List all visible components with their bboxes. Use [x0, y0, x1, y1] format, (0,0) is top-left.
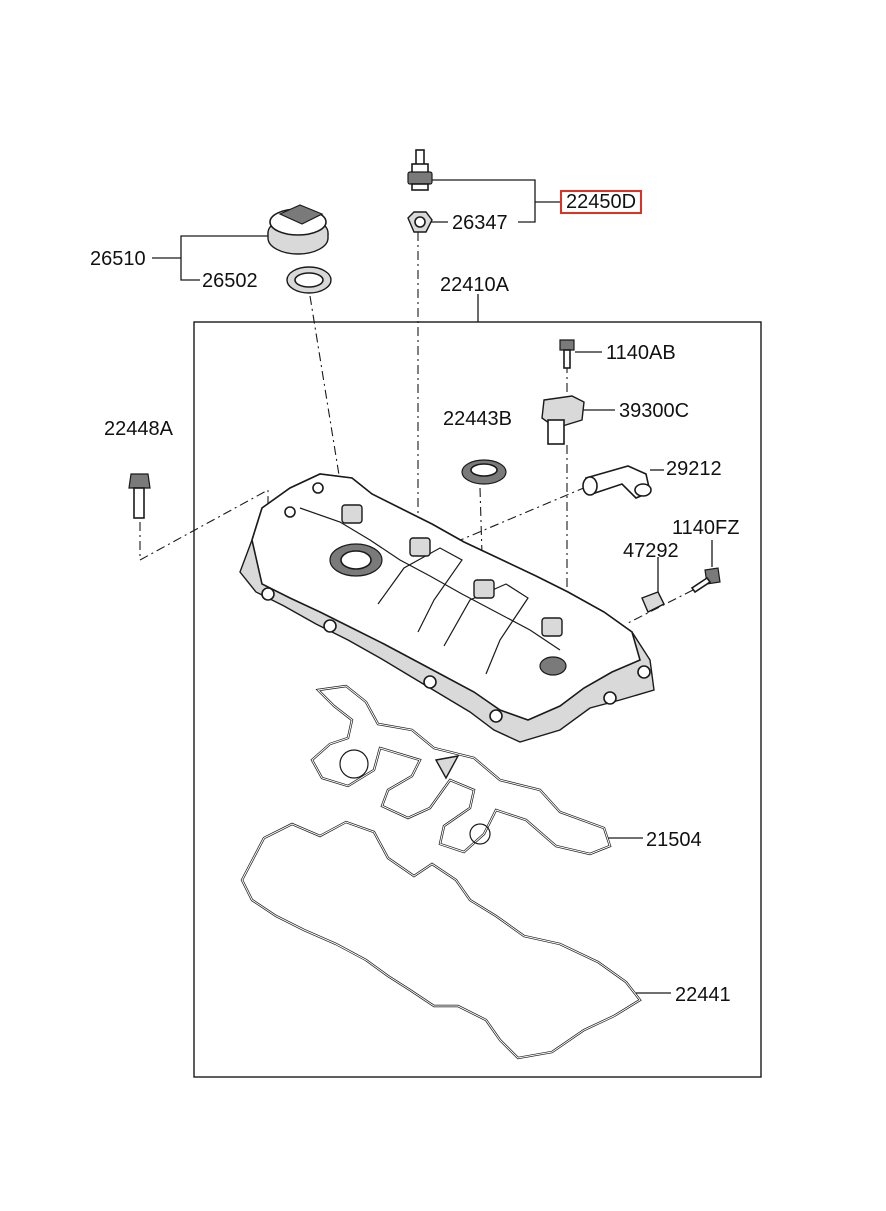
label-26502[interactable]: 26502	[202, 270, 258, 292]
filler-cap-gasket	[286, 266, 332, 294]
label-22448a[interactable]: 22448A	[104, 418, 173, 440]
spark-plug-gasket	[310, 684, 612, 856]
label-39300c[interactable]: 39300C	[619, 400, 690, 422]
label-47292[interactable]: 47292	[623, 540, 679, 562]
label-22443b[interactable]: 22443B	[443, 408, 512, 430]
label-22410a[interactable]: 22410A	[440, 274, 509, 296]
label-29212[interactable]: 29212	[666, 458, 722, 480]
bracket	[641, 591, 665, 613]
oil-filler-cap	[267, 204, 329, 255]
leader-lines	[152, 179, 713, 994]
label-1140ab[interactable]: 1140AB	[606, 342, 676, 364]
label-22450d[interactable]: 22450D	[560, 190, 643, 214]
valve-cover	[239, 473, 655, 743]
label-26347[interactable]: 26347	[452, 212, 508, 234]
bolt-1140fz	[690, 567, 721, 594]
camshaft-sensor	[541, 395, 585, 445]
valve-cover-seal	[461, 459, 507, 485]
sensor-washer	[407, 211, 433, 233]
label-1140fz[interactable]: 1140FZ	[672, 517, 740, 539]
label-21504[interactable]: 21504	[646, 829, 702, 851]
valve-cover-gasket	[240, 820, 642, 1060]
bolt-1140ab	[559, 339, 575, 369]
breather-hose	[582, 465, 652, 499]
label-22441[interactable]: 22441	[675, 984, 731, 1006]
label-26510[interactable]: 26510	[90, 248, 146, 270]
oil-pressure-sensor	[407, 149, 433, 191]
bolt-22448a	[128, 473, 151, 519]
